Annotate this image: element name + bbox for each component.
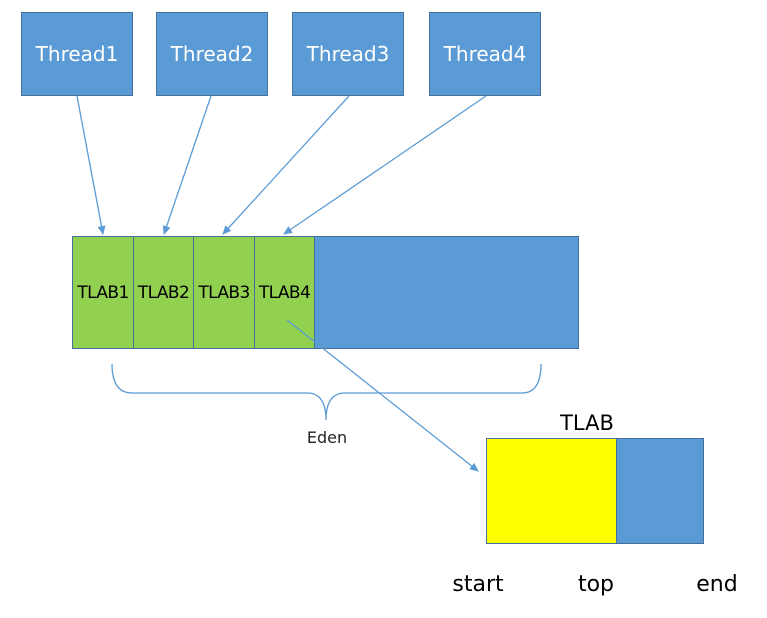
thread-label-2: Thread2 [170,42,254,66]
eden-label: Eden [306,428,348,447]
thread-box-4: Thread4 [429,12,541,96]
thread-label-1: Thread1 [35,42,119,66]
arrow-thread1-to-tlab1 [76,95,106,235]
end-pointer-label: end [696,572,738,597]
start-pointer-label: start [452,572,504,597]
tlab-cell-2: TLAB2 [133,236,194,349]
arrow-thread4-to-tlab4 [283,95,487,235]
eden-brace [111,363,542,421]
tlab-cell-4: TLAB4 [254,236,315,349]
tlab-cell-1: TLAB1 [72,236,134,349]
thread-box-1: Thread1 [21,12,133,96]
thread-label-4: Thread4 [443,42,527,66]
tlab-label-4: TLAB4 [258,282,311,303]
tlab-detail-title: TLAB [560,411,614,435]
thread-label-3: Thread3 [306,42,390,66]
top-pointer-label: top [577,572,615,597]
tlab-free-region [616,438,704,544]
tlab-label-3: TLAB3 [198,282,250,303]
tlab-label-2: TLAB2 [137,282,190,303]
thread-box-3: Thread3 [292,12,404,96]
arrow-thread3-to-tlab3 [222,95,350,235]
tlab-label-1: TLAB1 [77,282,129,303]
thread-box-2: Thread2 [156,12,268,96]
tlab-allocated-region [486,438,617,544]
arrow-thread2-to-tlab2 [162,95,212,235]
tlab-cell-3: TLAB3 [193,236,255,349]
